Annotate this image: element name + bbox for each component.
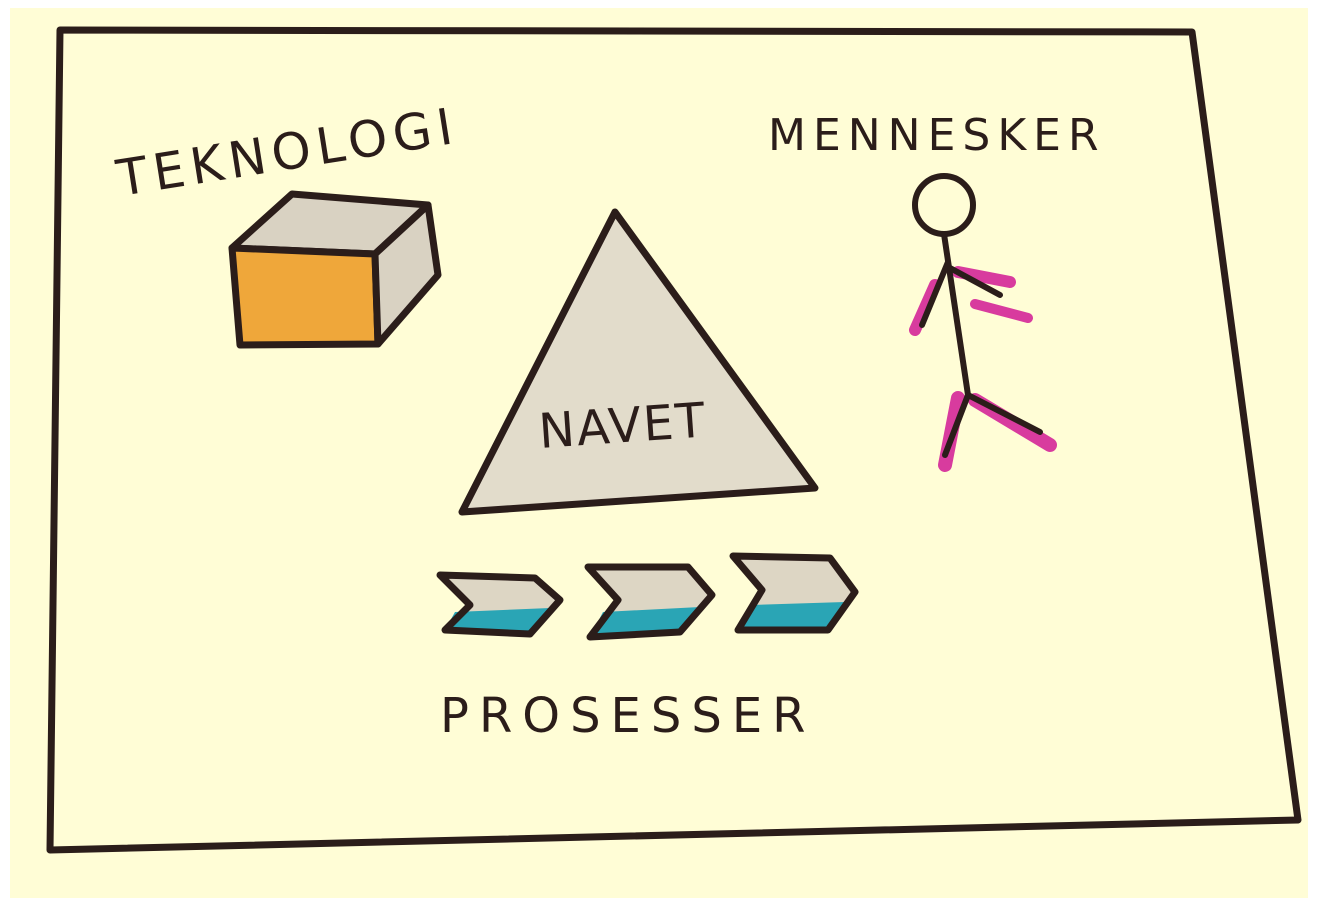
- box-icon: [228, 190, 442, 349]
- label-processes: PROSESSER: [440, 688, 816, 744]
- process-chevron-3: [729, 552, 859, 634]
- label-technology: TEKNOLOGI: [112, 97, 462, 208]
- stick-figure-icon: [909, 173, 1057, 472]
- process-chevron-1: [436, 571, 564, 638]
- process-chevron-2: [584, 563, 716, 641]
- label-hub: NAVET: [537, 392, 709, 460]
- label-people: MENNESKER: [768, 110, 1106, 161]
- frame: [46, 26, 1302, 854]
- chevron-arrow-icon: [436, 552, 859, 641]
- triangle-icon: [458, 208, 819, 516]
